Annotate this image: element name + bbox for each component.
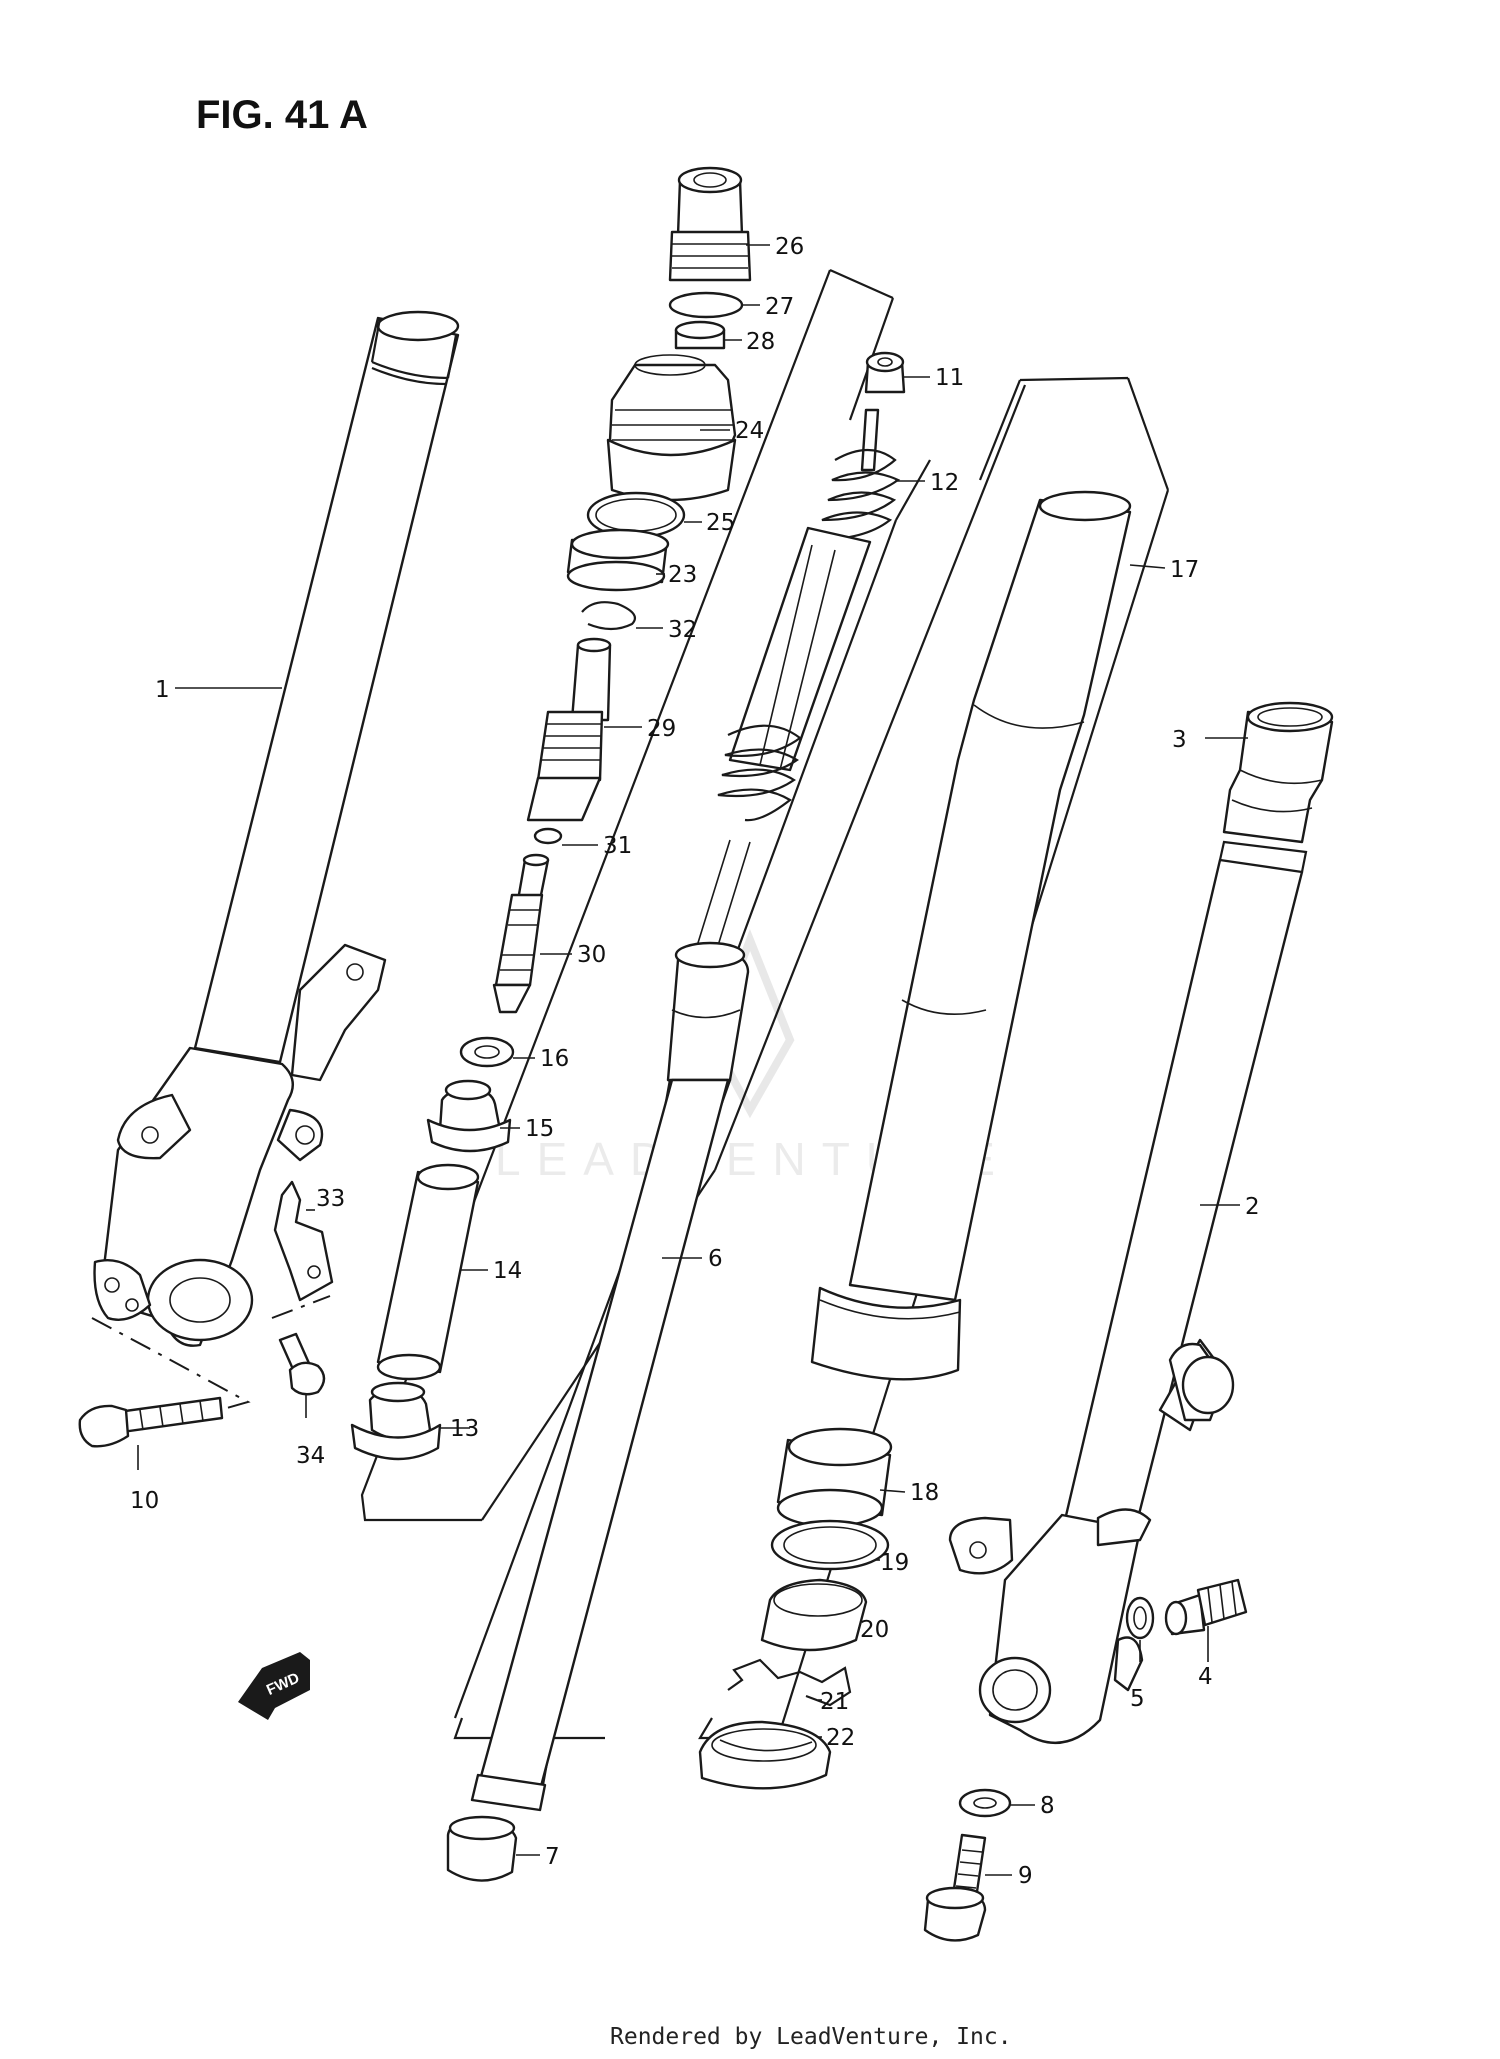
part-26-cap-bolt [668, 166, 752, 282]
part-8-washer [958, 1788, 1012, 1818]
part-13-bushing [350, 1381, 442, 1461]
footer-credit: Rendered by LeadVenture, Inc. [610, 2024, 1012, 2050]
part-1-outer-tube-left [93, 310, 460, 1347]
part-12-rod-spring [687, 408, 901, 979]
callout-17: 17 [1170, 557, 1199, 583]
callout-21: 21 [820, 1689, 849, 1715]
part-29-cylinder [526, 637, 612, 822]
callout-5: 5 [1130, 1686, 1145, 1712]
callout-13: 13 [450, 1416, 479, 1442]
part-7-end-cap [446, 1773, 547, 1882]
part-19-washer [770, 1519, 890, 1571]
callout-23: 23 [668, 562, 697, 588]
callout-3: 3 [1172, 727, 1187, 753]
part-9-cap-screw [923, 1833, 987, 1942]
part-22-dust-seal [698, 1720, 832, 1790]
callouts: 1 2 3 4 5 6 7 8 9 10 11 12 13 [130, 234, 1260, 1889]
part-5-washer [1125, 1596, 1155, 1640]
callout-33: 33 [316, 1186, 345, 1212]
part-18-bushing [776, 1427, 893, 1528]
figure-title: FIG. 41 A [196, 93, 368, 137]
part-34-bolt [278, 1332, 326, 1396]
callout-12: 12 [930, 470, 959, 496]
callout-34: 34 [296, 1443, 325, 1469]
part-16-washer [459, 1036, 515, 1068]
part-20-oil-seal [760, 1578, 868, 1652]
callout-18: 18 [910, 1480, 939, 1506]
part-4-bleed-valve [1164, 1578, 1248, 1636]
callout-8: 8 [1040, 1793, 1055, 1819]
part-30-valve-rod [492, 853, 550, 1014]
part-32-circlip [581, 601, 636, 631]
callout-10: 10 [130, 1488, 159, 1514]
callout-24: 24 [735, 418, 764, 444]
part-11-nut [864, 351, 906, 394]
callout-30: 30 [577, 942, 606, 968]
part-33-bracket [273, 1180, 334, 1302]
callout-22: 22 [826, 1725, 855, 1751]
callout-31: 31 [603, 833, 632, 859]
callout-19: 19 [880, 1550, 909, 1576]
part-21-stopper-ring [727, 1658, 852, 1707]
callout-25: 25 [706, 510, 735, 536]
callout-9: 9 [1018, 1863, 1033, 1889]
callout-29: 29 [647, 716, 676, 742]
part-14-tube [376, 1163, 480, 1381]
part-27-o-ring [668, 291, 744, 319]
part-6-damper-rod [478, 941, 750, 1792]
part-24-adjuster-body [606, 354, 737, 502]
callout-2: 2 [1245, 1194, 1260, 1220]
part-3-guide-bushing [1222, 701, 1334, 844]
callout-27: 27 [765, 294, 794, 320]
part-15-bushing [426, 1079, 512, 1153]
callout-14: 14 [493, 1258, 522, 1284]
callout-20: 20 [860, 1617, 889, 1643]
callout-16: 16 [540, 1046, 569, 1072]
callout-26: 26 [775, 234, 804, 260]
part-2-outer-tube-right [948, 840, 1308, 1744]
callout-11: 11 [935, 365, 964, 391]
part-31-washer [533, 827, 563, 845]
callout-4: 4 [1198, 1664, 1213, 1690]
callout-7: 7 [545, 1844, 560, 1870]
callout-6: 6 [708, 1246, 723, 1272]
callout-28: 28 [746, 329, 775, 355]
callout-32: 32 [668, 617, 697, 643]
part-17-inner-tube [810, 490, 1132, 1381]
fwd-arrow-icon: FWD [238, 1652, 310, 1720]
callout-15: 15 [525, 1116, 554, 1142]
part-28-spacer [674, 320, 726, 350]
part-23-bushing [566, 528, 670, 592]
panel-damper-assembly [360, 268, 894, 1522]
callout-1: 1 [155, 677, 170, 703]
part-10-bolt [78, 1396, 224, 1448]
